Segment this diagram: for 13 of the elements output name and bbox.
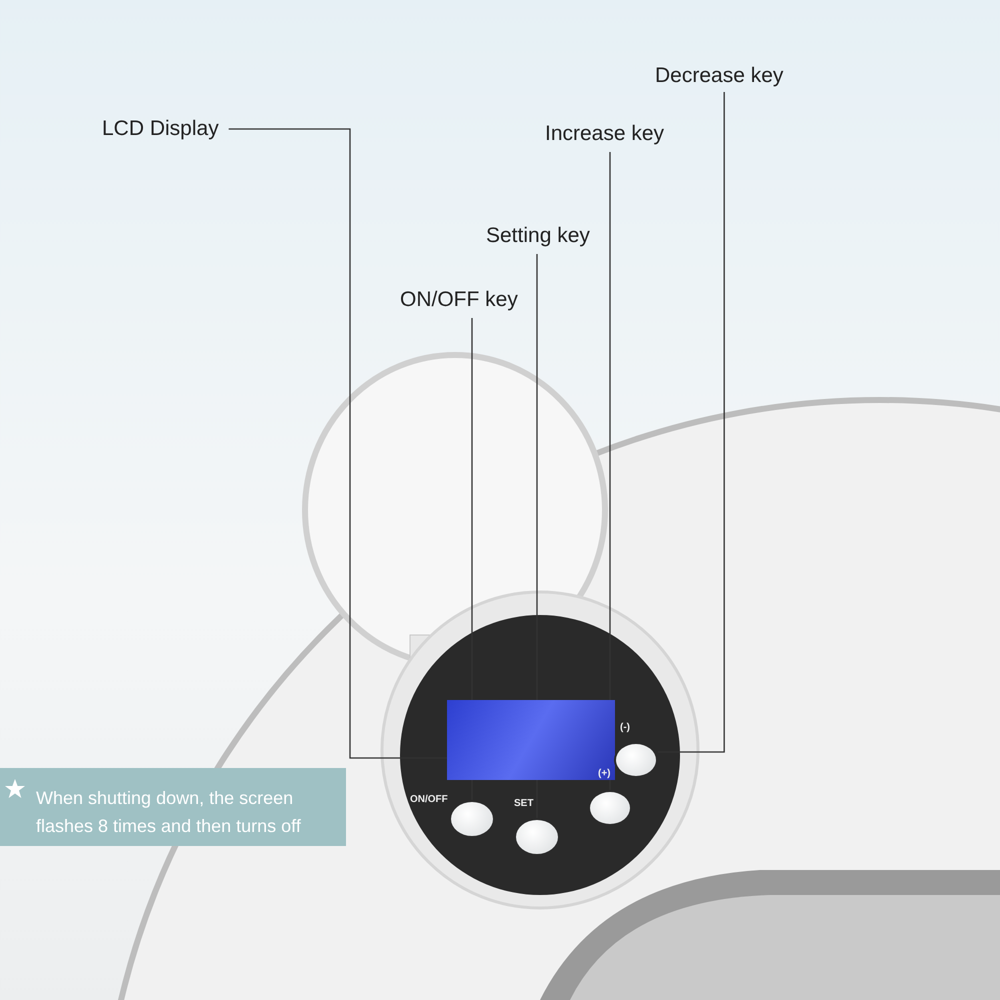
callout-label: Setting key xyxy=(486,224,590,248)
callout-label: Decrease key xyxy=(655,64,784,88)
button-marking: (+) xyxy=(598,768,610,779)
callout-label: Increase key xyxy=(545,122,664,146)
leader-line xyxy=(658,92,725,753)
button-marking: SET xyxy=(514,798,534,809)
leader-line xyxy=(228,128,447,759)
note-text: When shutting down, the screen flashes 8 times and then turns off xyxy=(36,787,302,838)
button-marking: (-) xyxy=(620,722,630,733)
callout-label: ON/OFF key xyxy=(400,288,518,312)
button-marking: ON/OFF xyxy=(410,794,448,805)
lcd-screen xyxy=(447,700,615,780)
callout-label: LCD Display xyxy=(102,117,219,141)
